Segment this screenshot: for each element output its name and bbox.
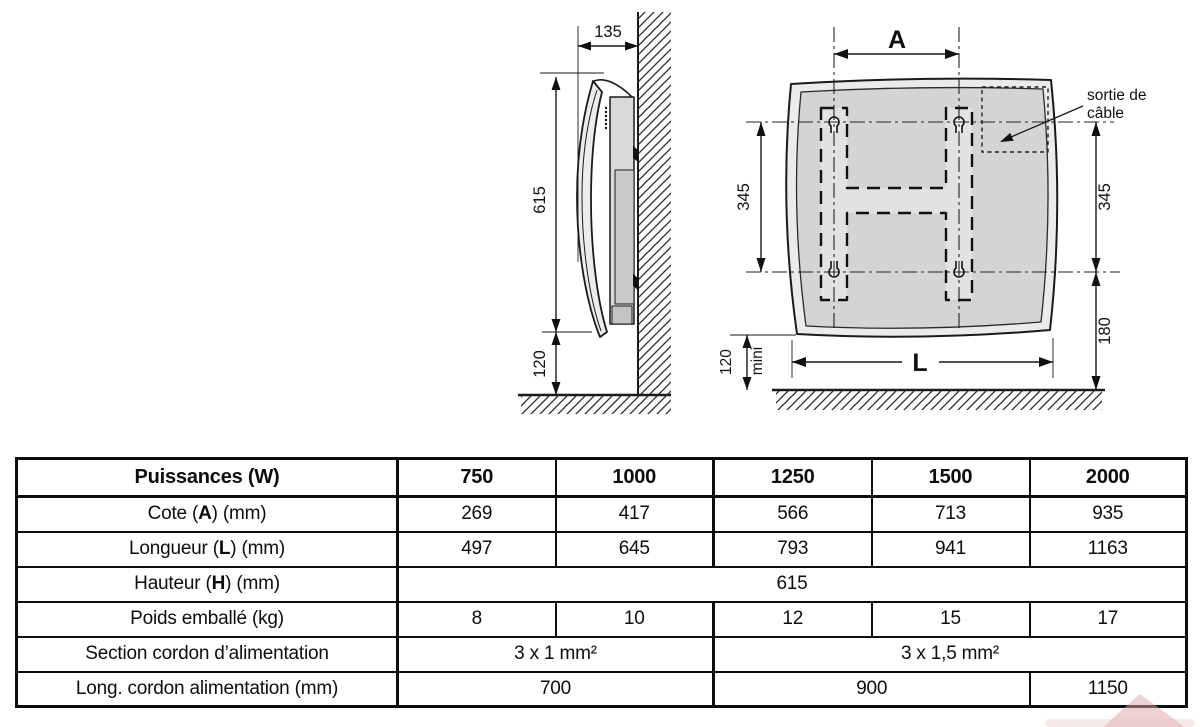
dim-345-right-label: 345 bbox=[1096, 183, 1114, 211]
cell-merged: 700 bbox=[396, 670, 715, 708]
row-hauteur-h: Hauteur (H) (mm) 615 bbox=[15, 565, 1188, 603]
row-section-cordon: Section cordon d’alimentation 3 x 1 mm² … bbox=[15, 635, 1188, 673]
technical-drawing: 135 615 120 bbox=[518, 12, 1146, 414]
row-label-long-cordon: Long. cordon alimentation (mm) bbox=[15, 670, 399, 708]
table-header-row: Puissances (W) 750 1000 1250 1500 2000 bbox=[15, 457, 1188, 498]
col-header-750: 750 bbox=[396, 457, 557, 498]
cell-merged: 615 bbox=[396, 565, 1188, 603]
dim-120-mini: 120 mini bbox=[718, 334, 796, 390]
cell: 1150 bbox=[1028, 670, 1188, 708]
rear-view-drawing: A 345 345 180 bbox=[718, 26, 1146, 410]
row-poids: Poids emballé (kg) 8 10 12 15 17 bbox=[15, 600, 1188, 638]
col-header-1250: 1250 bbox=[712, 457, 873, 498]
cell: 15 bbox=[870, 600, 1031, 638]
dim-345-left-label: 345 bbox=[735, 183, 753, 211]
cable-exit-label-line2: câble bbox=[1087, 105, 1124, 122]
watermark-streak bbox=[1045, 719, 1195, 727]
cell: 497 bbox=[396, 530, 557, 568]
row-label-section: Section cordon d’alimentation bbox=[15, 635, 399, 673]
row-long-cordon: Long. cordon alimentation (mm) 700 900 1… bbox=[15, 670, 1188, 708]
dim-120: 120 bbox=[531, 332, 561, 395]
cell: 935 bbox=[1028, 495, 1188, 533]
dim-345-left: 345 bbox=[735, 122, 766, 272]
cell: 17 bbox=[1028, 600, 1188, 638]
dim-615-label: 615 bbox=[531, 186, 549, 214]
dim-120-mini-label: 120 bbox=[718, 349, 735, 375]
col-header-1500: 1500 bbox=[870, 457, 1031, 498]
col-header-1000: 1000 bbox=[554, 457, 715, 498]
cell: 417 bbox=[554, 495, 715, 533]
row-label-longueur: Longueur (L) (mm) bbox=[15, 530, 399, 568]
dim-l: L bbox=[791, 338, 1054, 378]
wall-hatching bbox=[638, 12, 671, 395]
cell-merged: 3 x 1 mm² bbox=[396, 635, 715, 673]
dim-a-label: A bbox=[888, 26, 906, 54]
cell: 793 bbox=[712, 530, 873, 568]
cell: 10 bbox=[554, 600, 715, 638]
dim-mini-note: mini bbox=[749, 347, 766, 375]
row-cote-a: Cote (A) (mm) 269 417 566 713 935 bbox=[15, 495, 1188, 533]
dim-120-label: 120 bbox=[531, 350, 549, 378]
cable-exit-callout: sortie de câble bbox=[1000, 87, 1146, 142]
cell: 12 bbox=[712, 600, 873, 638]
row-label-cote: Cote (A) (mm) bbox=[15, 495, 399, 533]
dim-135-label: 135 bbox=[594, 23, 622, 41]
cell: 1163 bbox=[1028, 530, 1188, 568]
row-label-poids: Poids emballé (kg) bbox=[15, 600, 399, 638]
cell: 566 bbox=[712, 495, 873, 533]
dim-135: 135 bbox=[540, 23, 638, 262]
col-header-2000: 2000 bbox=[1028, 457, 1188, 498]
dim-615: 615 bbox=[531, 77, 592, 333]
floor-hatching-left bbox=[521, 395, 671, 414]
row-longueur-l: Longueur (L) (mm) 497 645 793 941 1163 bbox=[15, 530, 1188, 568]
cell: 269 bbox=[396, 495, 557, 533]
dim-345-right: 345 bbox=[1091, 122, 1114, 272]
header-puissances: Puissances (W) bbox=[15, 457, 399, 498]
cell: 713 bbox=[870, 495, 1031, 533]
row-label-hauteur: Hauteur (H) (mm) bbox=[15, 565, 399, 603]
dim-180: 180 bbox=[1091, 272, 1114, 390]
cable-exit-label-line1: sortie de bbox=[1087, 87, 1146, 104]
heater-vent-dots bbox=[604, 106, 608, 130]
cell-merged: 900 bbox=[712, 670, 1031, 708]
cell-merged: 3 x 1,5 mm² bbox=[712, 635, 1188, 673]
dim-l-label: L bbox=[912, 349, 927, 377]
cell: 645 bbox=[554, 530, 715, 568]
cell: 8 bbox=[396, 600, 557, 638]
center-lines bbox=[746, 27, 1120, 331]
cell: 941 bbox=[870, 530, 1031, 568]
side-view-drawing: 135 615 120 bbox=[518, 12, 671, 414]
spec-table: Puissances (W) 750 1000 1250 1500 2000 C… bbox=[15, 457, 1188, 708]
cable-exit-zone bbox=[981, 86, 1049, 153]
dim-180-label: 180 bbox=[1096, 317, 1114, 345]
floor-hatching-right bbox=[776, 390, 1102, 410]
dim-a: A bbox=[834, 26, 959, 59]
wall-bracket bbox=[609, 96, 638, 325]
